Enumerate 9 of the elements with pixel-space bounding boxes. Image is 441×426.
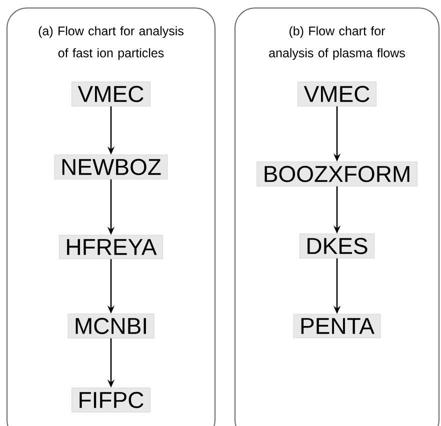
process-box: DKES xyxy=(299,234,375,258)
process-box: BOOZXFORM xyxy=(256,162,418,186)
process-box: VMEC xyxy=(72,82,150,106)
process-box: PENTA xyxy=(293,314,381,338)
process-box: FIFPC xyxy=(72,388,150,412)
process-box: HFREYA xyxy=(59,234,163,260)
process-box: MCNBI xyxy=(68,314,154,338)
process-box: NEWBOZ xyxy=(54,154,168,180)
process-box: VMEC xyxy=(298,82,376,106)
